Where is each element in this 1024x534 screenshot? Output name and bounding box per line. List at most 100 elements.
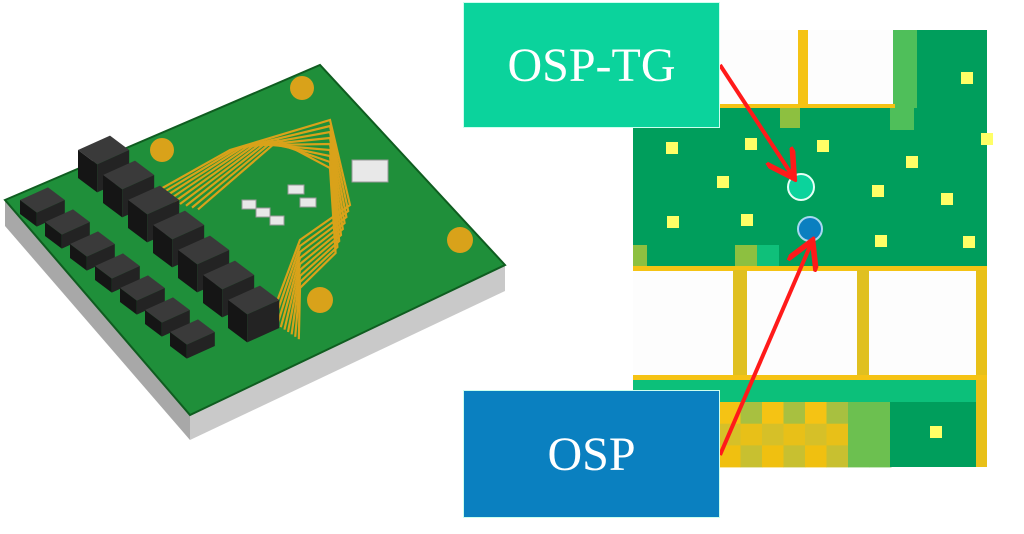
copper-trace (179, 142, 343, 333)
copper-strip (857, 270, 869, 378)
mosaic-cell (826, 402, 849, 424)
component-side (128, 200, 148, 243)
component-top (70, 231, 115, 257)
mosaic-cell (848, 445, 870, 468)
via (745, 138, 757, 150)
component-top (103, 160, 155, 190)
copper-trace (197, 139, 337, 340)
osp-label: OSP (463, 390, 720, 518)
via (981, 133, 993, 145)
arrow-to-osp (718, 244, 811, 456)
via (906, 156, 918, 168)
component-side (45, 222, 62, 249)
copper-line (633, 375, 987, 380)
mosaic-cell (805, 445, 827, 468)
component-side (70, 244, 87, 271)
mosaic-cell (783, 402, 806, 424)
component-top (170, 319, 215, 345)
component-side (170, 332, 187, 359)
passive-chips (241, 159, 389, 226)
arrow-to-osp-tg (718, 63, 792, 175)
osp-tg-label: OSP-TG (463, 2, 720, 128)
mosaic-cell (805, 423, 827, 446)
passive-chip (255, 207, 271, 218)
component-top (228, 285, 280, 315)
component-side (120, 288, 137, 315)
copper-trace (173, 142, 344, 330)
component-top (178, 235, 230, 265)
copper-strip (733, 270, 747, 378)
component-top (95, 253, 140, 279)
copper-strip (798, 30, 808, 108)
mosaic-cell (783, 445, 806, 468)
component-top (153, 210, 205, 240)
board-right-side (190, 265, 505, 440)
osp-tg-marker (787, 173, 815, 201)
component-side (95, 266, 112, 293)
copper-line (720, 104, 895, 109)
component-side (20, 200, 37, 227)
via (875, 235, 887, 247)
board-left-side (5, 200, 190, 440)
via (930, 426, 942, 438)
component-side (78, 150, 98, 193)
component-side (86, 244, 115, 271)
mosaic-cell (762, 445, 784, 468)
via (717, 176, 729, 188)
component-side (186, 332, 215, 359)
component-side (203, 275, 223, 318)
mount-pad (307, 287, 333, 313)
component-top (145, 297, 190, 323)
mixed-cell (757, 245, 779, 267)
board-top-edge (3, 63, 507, 417)
component-side (61, 222, 90, 249)
copper-trace (149, 118, 352, 321)
component-side (247, 300, 280, 343)
copper-line (633, 266, 987, 271)
component-top (120, 275, 165, 301)
mixed-cell (633, 245, 647, 267)
component-side (178, 250, 198, 293)
mosaic-cell (740, 423, 763, 446)
passive-chip (287, 184, 305, 195)
mosaic-cell (740, 402, 763, 424)
mosaic-cell (869, 402, 892, 424)
via-array (666, 72, 993, 248)
mount-pad (290, 76, 314, 100)
mosaic-cell (826, 445, 849, 468)
mosaic-cell (805, 402, 827, 424)
mosaic-cell (848, 423, 870, 446)
mixed-cell (780, 108, 800, 128)
component-side (36, 200, 65, 227)
component-side (161, 310, 190, 337)
via (961, 72, 973, 84)
ground-column (917, 30, 987, 110)
mosaic-cell (719, 445, 741, 468)
mosaic-cell (826, 423, 849, 446)
component-side (111, 266, 140, 293)
passive-chip (241, 199, 257, 210)
mosaic-cell (783, 423, 806, 446)
via (963, 236, 975, 248)
component-side (145, 310, 162, 337)
mosaic-cell (869, 445, 892, 468)
via (667, 216, 679, 228)
via (872, 185, 884, 197)
copper-strip (976, 270, 987, 467)
board-top-face (5, 65, 505, 415)
mosaic-cell (740, 445, 763, 468)
via (817, 140, 829, 152)
pcb-3d-model (3, 63, 507, 440)
copper-traces (149, 118, 352, 340)
component-side (153, 225, 173, 268)
via (666, 142, 678, 154)
copper-trace (167, 136, 346, 328)
passive-chip (299, 197, 317, 208)
mosaic-cell (762, 423, 784, 446)
ground-column-edge (893, 30, 917, 110)
component-top (20, 187, 65, 213)
mosaic-cell (848, 402, 870, 424)
component-top (128, 185, 180, 215)
mixed-cell (735, 245, 757, 267)
